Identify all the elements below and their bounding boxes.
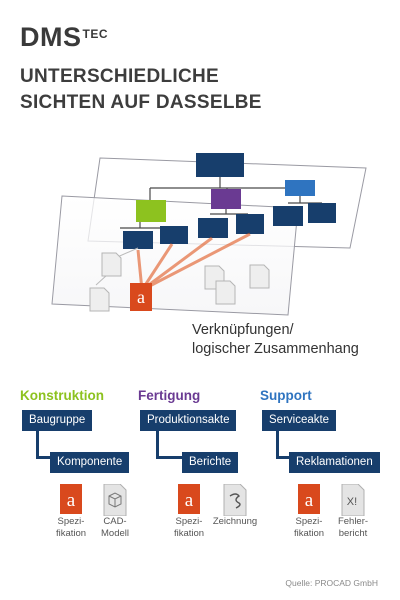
node-serviceakte: Serviceakte: [262, 410, 337, 431]
headline-line-1: UNTERSCHIEDLICHE: [20, 66, 220, 87]
file-label-spezifikation: Spezi- fikation: [55, 516, 87, 539]
connector: [156, 427, 189, 459]
svg-text:a: a: [137, 287, 145, 307]
pdf-icon: a: [298, 484, 320, 514]
svg-text:a: a: [67, 490, 76, 511]
caption-line-1: Verknüpfungen/: [192, 322, 294, 338]
connector: [276, 427, 295, 459]
file-label-zeichnung: Zeichnung: [212, 516, 258, 527]
cad-model-icon: [103, 484, 127, 516]
tree-node: [236, 214, 264, 234]
connector: [36, 427, 53, 459]
pdf-icon: a: [178, 484, 200, 514]
views-illustration: a: [51, 153, 367, 316]
source-note: Quelle: PROCAD GmbH: [285, 578, 378, 588]
node-baugruppe: Baugruppe: [22, 410, 93, 431]
excel-icon: X!: [341, 484, 365, 516]
purple-node: [211, 189, 241, 209]
headline-line-2: SICHTEN AUF DASSELBE: [20, 92, 262, 113]
brand-logo: DMSTEC: [20, 22, 108, 53]
brand-superscript: TEC: [82, 27, 108, 41]
front-view-panel: [51, 195, 299, 316]
doc-icons: [89, 252, 270, 312]
column-title-konstruktion: Konstruktion: [20, 388, 104, 403]
column-title-fertigung: Fertigung: [138, 388, 201, 403]
column-title-support: Support: [260, 388, 312, 403]
file-label-spezifikation: Spezi- fikation: [173, 516, 205, 539]
node-reklamationen: Reklamationen: [289, 452, 380, 473]
drawing-icon: [223, 484, 247, 516]
green-node: [136, 200, 166, 222]
brand-name: DMS: [20, 22, 82, 52]
pdf-icon: a: [130, 283, 152, 311]
file-label-spezifikation: Spezi- fikation: [293, 516, 325, 539]
svg-text:a: a: [305, 490, 314, 511]
pdf-icon: a: [60, 484, 82, 514]
caption-line-2: logischer Zusammenhang: [192, 341, 359, 357]
node-komponente: Komponente: [50, 452, 130, 473]
tree-node: [123, 231, 153, 249]
file-label-fehlerbericht: Fehler- bericht: [337, 516, 369, 539]
tree-node: [273, 206, 303, 226]
tree-node: [308, 203, 336, 223]
blue-node: [285, 180, 315, 196]
svg-text:a: a: [185, 490, 194, 511]
tree-node: [198, 218, 228, 238]
node-produktionsakte: Produktionsakte: [140, 410, 237, 431]
root-node: [196, 153, 244, 177]
tree-node: [160, 226, 188, 244]
svg-text:X!: X!: [347, 496, 357, 508]
file-label-cad-modell: CAD- Modell: [101, 516, 129, 539]
node-berichte: Berichte: [182, 452, 239, 473]
